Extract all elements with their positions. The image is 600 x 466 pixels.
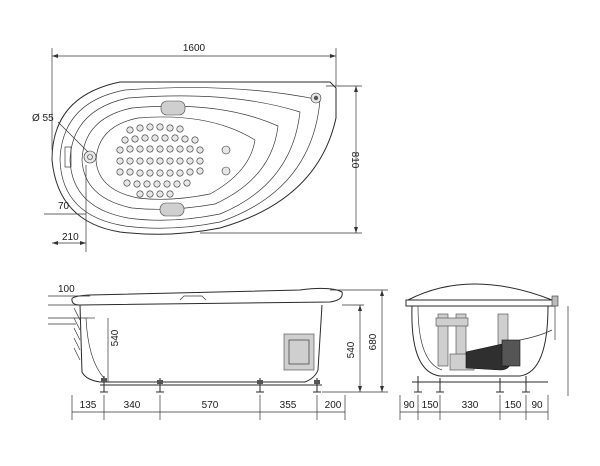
feet-spacing-2: 340 — [124, 400, 141, 411]
tub-inner-line-1 — [69, 95, 301, 221]
end-spacing-4: 150 — [505, 400, 522, 411]
end-rim — [407, 283, 553, 301]
feet-spacing-5: 200 — [325, 400, 342, 411]
overflow-slot — [64, 146, 72, 168]
tub-outline-top — [51, 81, 337, 235]
end-view: 90 150 330 150 90 — [399, 283, 569, 420]
tub-inner-line-2 — [81, 105, 279, 210]
end-spacing-2: 150 — [422, 400, 439, 411]
depth-dimension: 540 — [110, 329, 121, 346]
end-spacing-5: 90 — [531, 400, 543, 411]
feet-spacing-3: 570 — [202, 400, 219, 411]
height-dimension-540: 540 — [346, 341, 357, 358]
headrest-pillow-top — [160, 100, 186, 116]
air-massage-holes — [116, 123, 204, 198]
whirlpool-jet-icon — [221, 145, 231, 155]
whirlpool-jet-icon — [221, 166, 231, 176]
control-valve-icon — [551, 295, 559, 307]
total-height-dimension: 680 — [368, 333, 379, 350]
end-spacing-1: 90 — [403, 400, 415, 411]
drain-offset-x: 210 — [62, 232, 79, 243]
feet-spacing-1: 135 — [80, 400, 97, 411]
rim-thickness-dimension: 100 — [58, 284, 75, 295]
end-bowl — [411, 305, 549, 377]
feet-spacing-4: 355 — [280, 400, 297, 411]
headrest-pillow-bottom — [159, 202, 185, 217]
tub-basin-line — [95, 116, 256, 200]
end-spacing-3: 330 — [462, 400, 479, 411]
drain-icon — [83, 150, 97, 164]
top-view: 1600 810 Ø 55 70 210 — [32, 43, 362, 252]
length-dimension: 1600 — [183, 43, 206, 54]
end-feet — [414, 376, 530, 393]
drain-offset-y: 70 — [58, 201, 70, 212]
drain-diameter-label: Ø 55 — [32, 113, 54, 124]
pump-unit — [283, 333, 315, 371]
side-view: 100 540 540 680 135 340 570 355 200 — [48, 284, 388, 420]
side-feet — [100, 376, 321, 393]
side-rim — [71, 287, 343, 306]
side-body — [79, 304, 323, 383]
width-dimension: 810 — [349, 152, 360, 169]
tub-rim-line — [59, 87, 321, 229]
